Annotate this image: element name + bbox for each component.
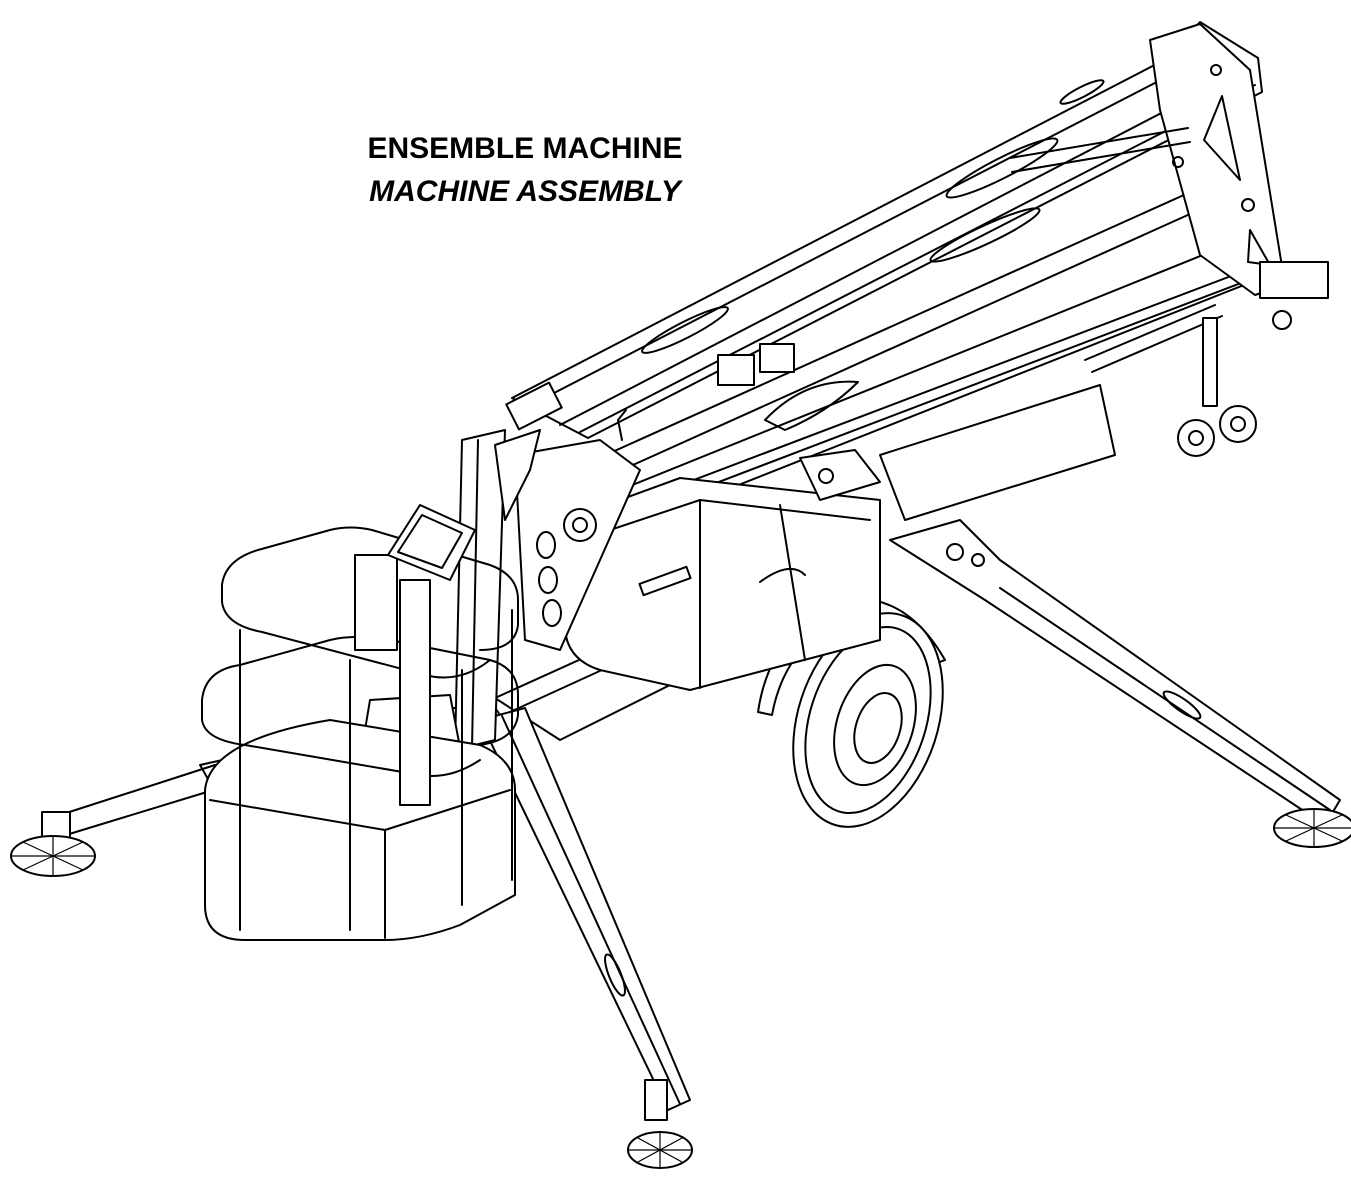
turret-housing — [515, 440, 880, 690]
outrigger-right-rear — [890, 520, 1340, 825]
control-box — [355, 555, 397, 650]
hitch-coupler — [1260, 262, 1328, 298]
basket-mid-rail — [202, 637, 518, 745]
towbar-frame — [880, 385, 1115, 520]
stabilizer-pad-left — [11, 836, 95, 876]
basket-floor — [205, 720, 515, 940]
stabilizer-pad-rear — [628, 1132, 692, 1168]
jockey-wheel-left — [1178, 420, 1214, 456]
drawing-title-english: MACHINE ASSEMBLY — [369, 175, 681, 208]
drawing-title-french: ENSEMBLE MACHINE — [367, 132, 683, 165]
articulating-arm — [455, 430, 505, 750]
platform-basket — [202, 505, 518, 940]
boom-assembly — [506, 22, 1285, 520]
jockey-post — [1203, 318, 1217, 406]
control-pedestal — [400, 580, 430, 805]
control-console — [388, 505, 475, 580]
jockey-wheel-right — [1220, 406, 1256, 442]
boom-pivot-bracket — [515, 440, 640, 650]
towbar-assembly — [880, 262, 1328, 520]
stabilizer-pad-right — [1274, 809, 1351, 847]
